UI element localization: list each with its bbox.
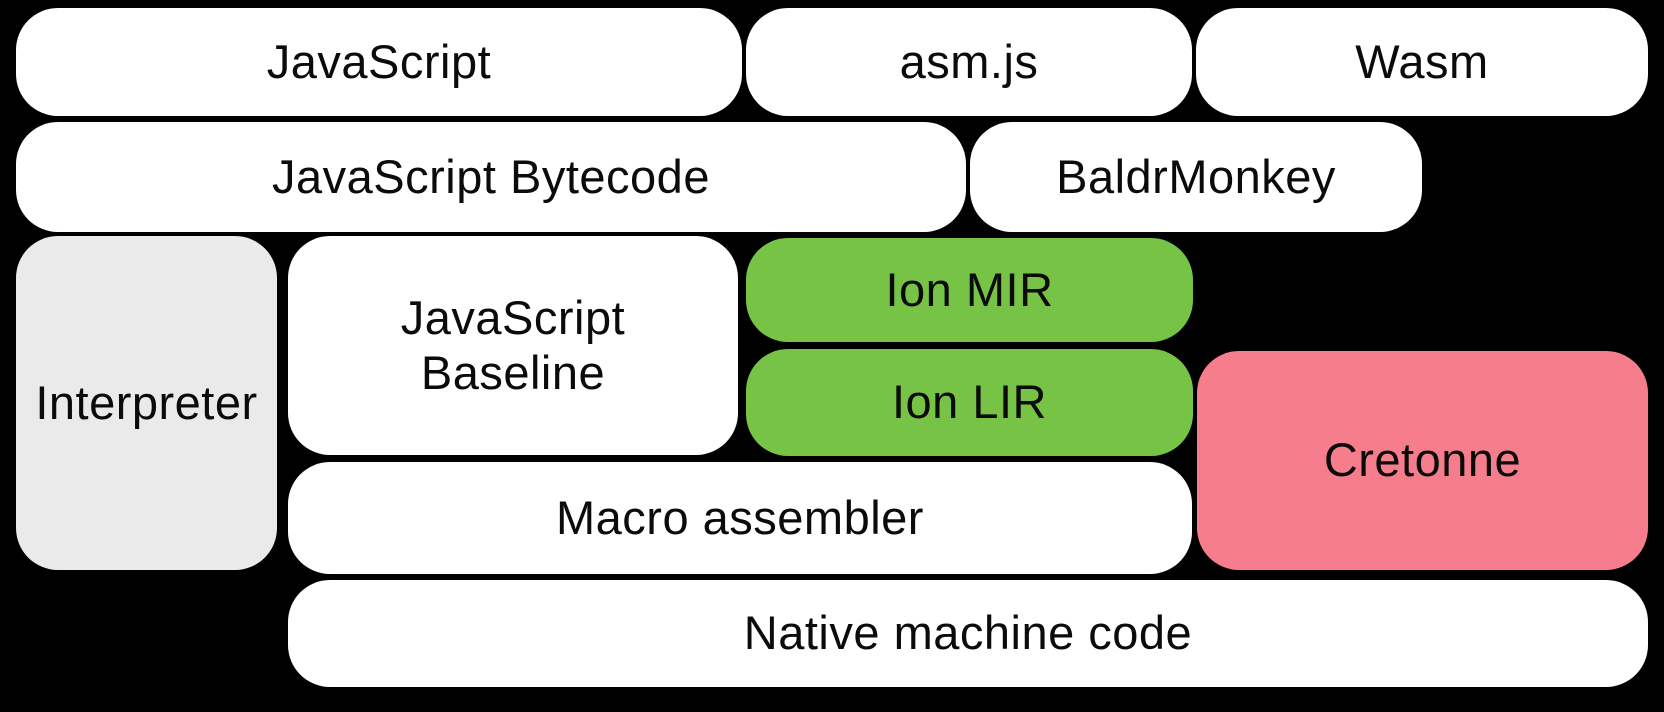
node-cretonne: Cretonne	[1197, 351, 1648, 570]
node-interpreter: Interpreter	[16, 236, 277, 570]
node-javascript-baseline-line1: JavaScript	[400, 291, 626, 345]
node-ion-mir: Ion MIR	[746, 238, 1193, 342]
node-javascript: JavaScript	[16, 8, 742, 116]
node-ion-lir: Ion LIR	[746, 349, 1193, 456]
node-macro-assembler-label: Macro assembler	[556, 490, 924, 544]
node-javascript-baseline-label: JavaScript Baseline	[401, 291, 625, 399]
node-baldrmonkey: BaldrMonkey	[970, 122, 1422, 232]
node-native-machine-code: Native machine code	[288, 580, 1648, 687]
node-ion-mir-label: Ion MIR	[885, 262, 1054, 316]
node-cretonne-label: Cretonne	[1323, 433, 1522, 487]
node-javascript-label: JavaScript	[266, 34, 492, 88]
node-interpreter-label: Interpreter	[35, 375, 258, 429]
node-ion-lir-label: Ion LIR	[891, 375, 1048, 429]
node-native-machine-code-label: Native machine code	[743, 606, 1193, 660]
node-asmjs-label: asm.js	[899, 34, 1039, 88]
node-baldrmonkey-label: BaldrMonkey	[1056, 149, 1336, 203]
node-asmjs: asm.js	[746, 8, 1192, 116]
node-javascript-baseline-line2: Baseline	[420, 345, 606, 399]
node-wasm-label: Wasm	[1355, 34, 1489, 88]
node-javascript-bytecode-label: JavaScript Bytecode	[272, 149, 710, 203]
node-javascript-bytecode: JavaScript Bytecode	[16, 122, 966, 232]
node-wasm: Wasm	[1196, 8, 1648, 116]
node-javascript-baseline: JavaScript Baseline	[288, 236, 738, 455]
node-macro-assembler: Macro assembler	[288, 462, 1192, 574]
